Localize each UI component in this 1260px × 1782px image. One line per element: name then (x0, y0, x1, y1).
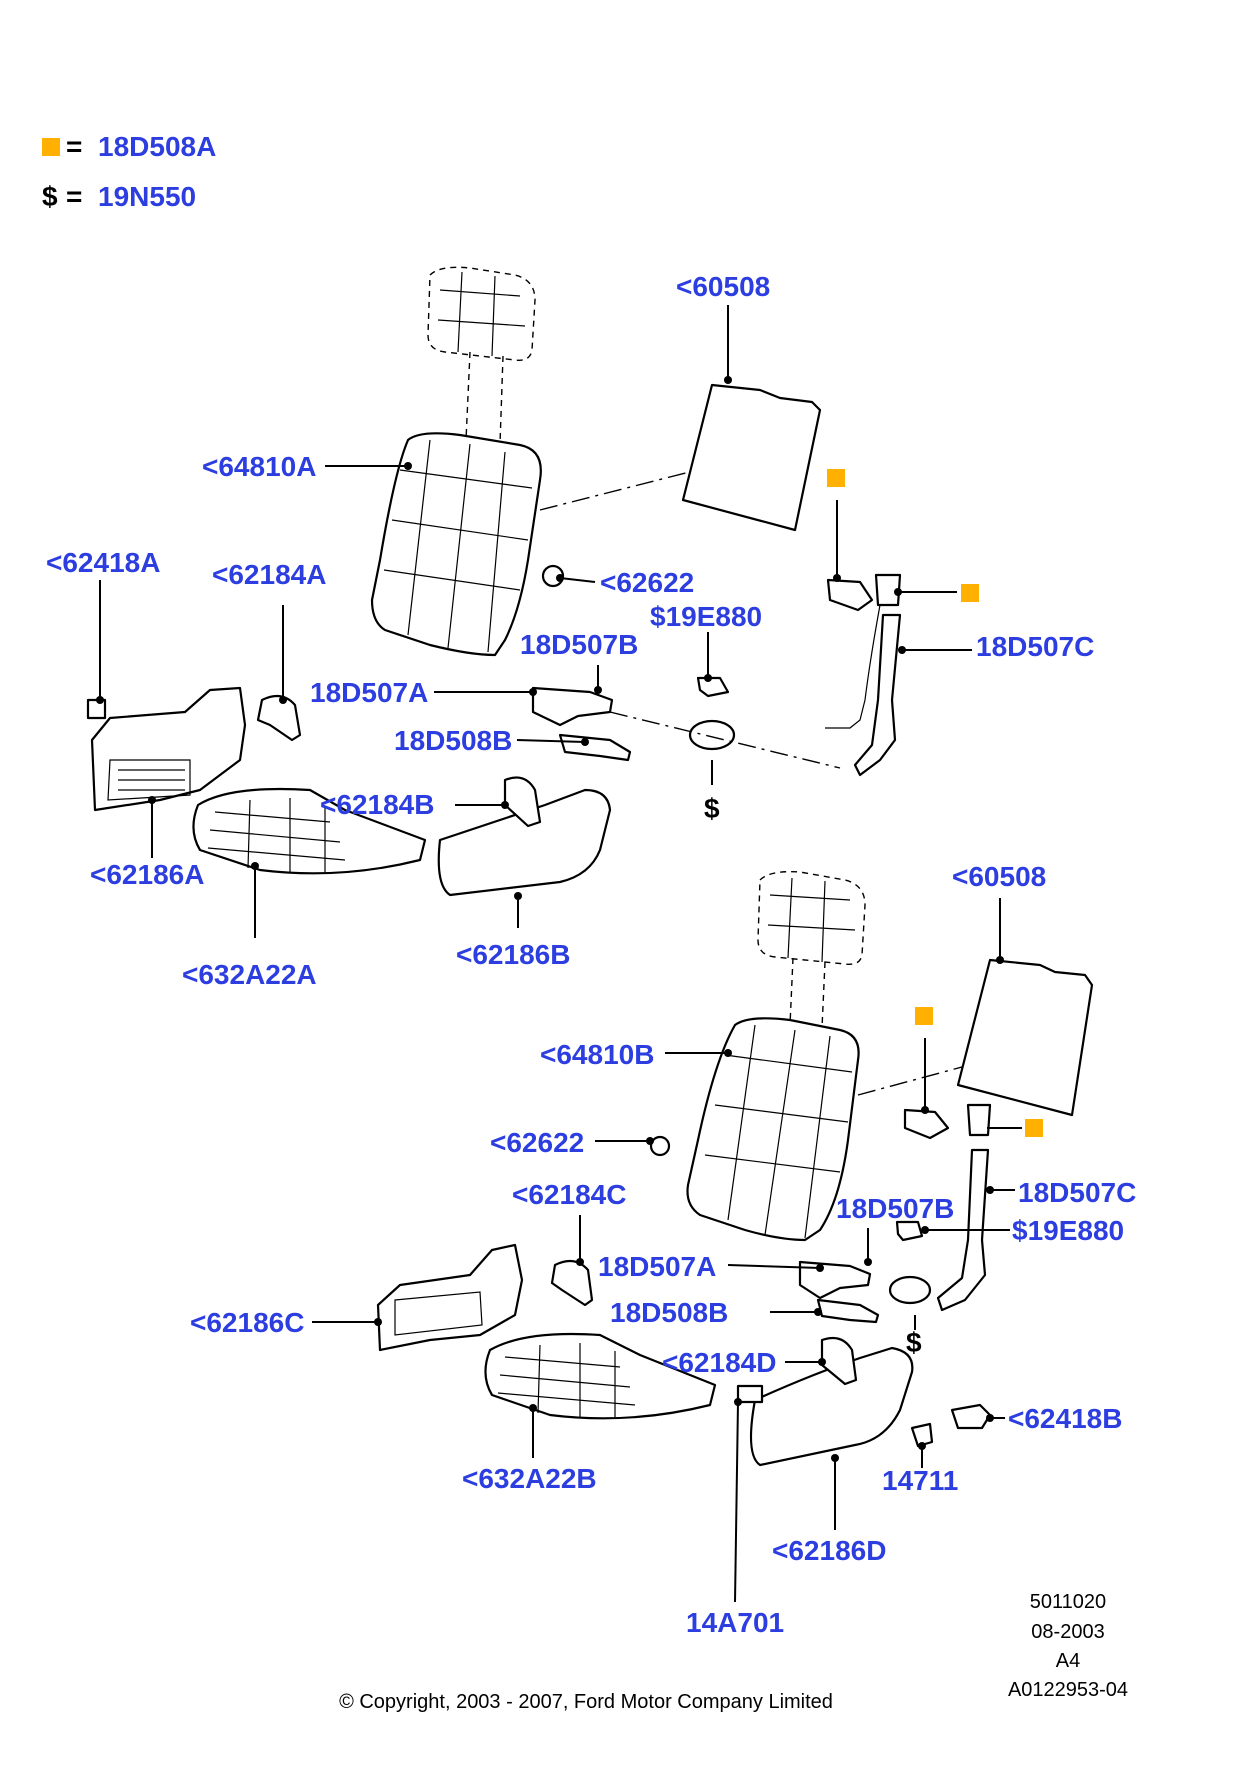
bottom-seat-assembly (376, 870, 1094, 1467)
top-recliner-disk (688, 719, 736, 751)
top-belt-buckle-bracket (826, 578, 874, 612)
label-19E880-bottom: $19E880 (1012, 1215, 1124, 1246)
label-62186A: <62186A (90, 859, 204, 890)
top-back-panel (681, 383, 822, 532)
legend-dollar-symbol: $ (42, 181, 58, 212)
label-62184B: <62184B (320, 789, 434, 820)
label-62184C: <62184C (512, 1179, 626, 1210)
marker-square-bottom-2 (1025, 1119, 1043, 1137)
label-62186D: <62186D (772, 1535, 886, 1566)
part-labels: <60508 <64810A <62418A <62184A <62622 $1… (46, 271, 1136, 1638)
bottom-back-panel (956, 958, 1094, 1117)
label-18D507A-top: 18D507A (310, 677, 428, 708)
bottom-headrest (757, 870, 866, 965)
bottom-cover-62184D (820, 1336, 858, 1386)
top-seat-back (370, 432, 542, 657)
leader-lines (96, 305, 1022, 1603)
label-62622-top: <62622 (600, 567, 694, 598)
bottom-cover-62184C (550, 1259, 594, 1307)
bottom-side-shield-right (749, 1346, 914, 1467)
label-62418B: <62418B (1008, 1403, 1122, 1434)
label-18D507C-top: 18D507C (976, 631, 1094, 662)
label-62184A: <62184A (212, 559, 326, 590)
copyright-text: © Copyright, 2003 - 2007, Ford Motor Com… (339, 1691, 833, 1713)
legend-code-1: 18D508A (98, 131, 216, 162)
bottom-seat-back (686, 1017, 860, 1242)
bottom-belt-rail (936, 1148, 990, 1312)
bottom-side-shield-left (376, 1243, 524, 1352)
label-18D508B-bottom: 18D508B (610, 1297, 728, 1328)
label-19E880-top: $19E880 (650, 601, 762, 632)
label-18D507B-bottom: 18D507B (836, 1193, 954, 1224)
label-18D507A-bottom: 18D507A (598, 1251, 716, 1282)
bottom-belt-buckle-bracket (903, 1108, 950, 1140)
label-64810B: <64810B (540, 1039, 654, 1070)
marker-square-top-1 (827, 469, 845, 487)
meta-size: A4 (1056, 1650, 1080, 1672)
top-seat-assembly (86, 266, 902, 897)
marker-square-top-2 (961, 584, 979, 602)
bottom-recliner-disk (888, 1275, 932, 1305)
bottom-clip-14A701 (736, 1384, 764, 1404)
label-632A22A: <632A22A (182, 959, 317, 990)
legend-square-marker (42, 138, 60, 156)
label-64810A: <64810A (202, 451, 316, 482)
top-recliner-lever (531, 686, 614, 727)
marker-square-bottom-1 (915, 1007, 933, 1025)
label-18D507B-top: 18D507B (520, 629, 638, 660)
label-18D507C-bottom: 18D507C (1018, 1177, 1136, 1208)
label-14A701: 14A701 (686, 1607, 784, 1638)
legend-eq-2: = (66, 181, 82, 212)
label-14711: 14711 (882, 1465, 958, 1496)
top-belt-rail (853, 613, 902, 777)
legend-code-2: 19N550 (98, 181, 196, 212)
label-62186B: <62186B (456, 939, 570, 970)
label-62622-bottom: <62622 (490, 1127, 584, 1158)
label-60508-bottom: <60508 (952, 861, 1046, 892)
label-60508-top: <60508 (676, 271, 770, 302)
top-cover-62184B (503, 776, 542, 828)
top-side-shield-right (437, 788, 612, 897)
meta-ref: A0122953-04 (1008, 1679, 1128, 1701)
drawing-metadata: 5011020 08-2003 A4 A0122953-04 © Copyrig… (339, 1591, 1128, 1713)
top-cover-62184A (256, 694, 302, 742)
orange-markers (827, 469, 1043, 1137)
legend: = 18D508A $ = 19N550 (42, 131, 216, 212)
label-632A22B: <632A22B (462, 1463, 597, 1494)
label-62186C: <62186C (190, 1307, 304, 1338)
meta-code: 5011020 (1030, 1591, 1106, 1613)
label-62184D: <62184D (662, 1347, 776, 1378)
label-dollar-top: $ (704, 793, 720, 824)
bottom-clip-62418B (950, 1403, 992, 1430)
label-dollar-bottom: $ (906, 1327, 922, 1358)
bottom-clip-14711 (910, 1422, 934, 1448)
meta-date: 08-2003 (1031, 1621, 1104, 1643)
label-62418A: <62418A (46, 547, 160, 578)
label-18D508B-top: 18D508B (394, 725, 512, 756)
top-side-shield-left (90, 686, 247, 812)
legend-eq-1: = (66, 131, 82, 162)
top-headrest (427, 266, 536, 361)
